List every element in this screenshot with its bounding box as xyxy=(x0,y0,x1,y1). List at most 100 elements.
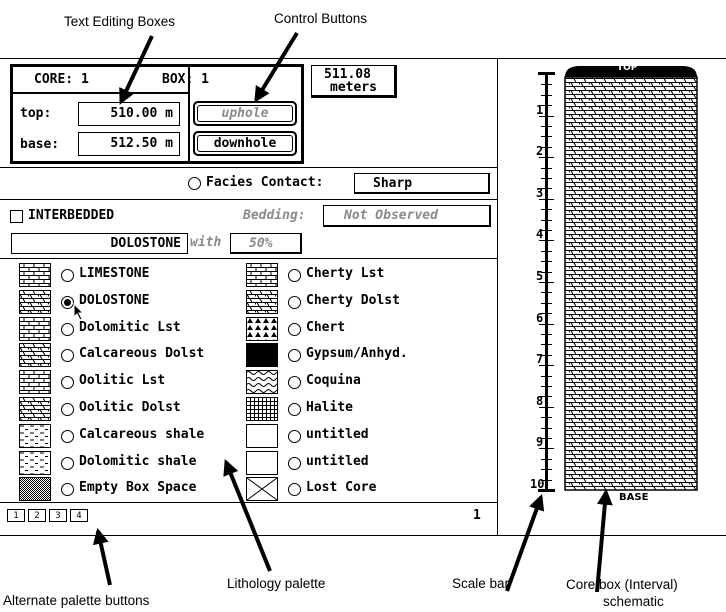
lithology-swatch-dash xyxy=(19,450,51,475)
lithology-label[interactable]: Calcareous Dolst xyxy=(79,346,205,362)
lithology-radio[interactable] xyxy=(288,376,301,390)
lithology-label[interactable]: Gypsum/Anhyd. xyxy=(306,346,408,362)
lithology-label[interactable]: Cherty Dolst xyxy=(306,292,400,308)
scale-minor-tick xyxy=(541,469,552,470)
uphole-button[interactable]: uphole xyxy=(193,101,297,126)
lithology-radio[interactable] xyxy=(61,295,74,309)
lithology-label[interactable]: Oolitic Dolst xyxy=(79,400,181,415)
lithology-swatch-dolo-brick xyxy=(246,289,278,314)
lithology-radio[interactable] xyxy=(288,429,301,443)
lithology-label[interactable]: untitled xyxy=(306,453,369,469)
scale-major-tick xyxy=(539,74,554,75)
uphole-button-frame xyxy=(197,105,293,122)
scale-major-tick xyxy=(539,490,554,491)
downhole-button-frame xyxy=(197,135,293,152)
lithology-label[interactable]: Coquina xyxy=(306,373,361,389)
facies-contact-label: Facies Contact: xyxy=(206,175,324,190)
scale-minor-tick xyxy=(541,396,552,397)
lithology-label[interactable]: Cherty Lst xyxy=(306,266,385,281)
scale-minor-tick xyxy=(541,292,552,293)
palette-tab-4[interactable]: 4 xyxy=(70,509,88,522)
lithology-label[interactable]: Oolitic Lst xyxy=(79,373,166,389)
scale-major-tick xyxy=(539,199,554,200)
scale-label: 7 xyxy=(536,352,544,366)
scale-major-tick xyxy=(539,157,554,158)
interbedded-label: INTERBEDDED xyxy=(28,208,115,223)
lithology-label[interactable]: Chert xyxy=(306,319,346,335)
lithology-label[interactable]: Halite xyxy=(306,400,353,415)
lithology-radio[interactable] xyxy=(61,483,74,497)
lithology-label[interactable]: Dolomitic Lst xyxy=(79,319,181,335)
lithology-radio[interactable] xyxy=(288,456,301,470)
depth-value: 511.08 xyxy=(324,67,371,82)
facies-contact-select[interactable]: Sharp xyxy=(354,173,490,194)
scale-major-tick xyxy=(539,324,554,325)
interbedded-percent-field[interactable]: 50% xyxy=(230,233,302,254)
lithology-radio[interactable] xyxy=(288,269,301,282)
scale-minor-tick xyxy=(541,417,552,418)
scale-minor-tick xyxy=(541,136,552,137)
palette-tab-2[interactable]: 2 xyxy=(28,509,46,522)
lithology-label[interactable]: Empty Box Space xyxy=(79,480,197,496)
annotation-core-box-line1: Core box (Interval) xyxy=(566,577,678,592)
depth-readout: 511.08 meters xyxy=(311,65,397,98)
scale-major-tick xyxy=(539,240,554,241)
scale-label: 2 xyxy=(536,144,544,158)
lithology-label[interactable]: Lost Core xyxy=(306,480,377,496)
scale-bar-top-cap xyxy=(538,72,555,75)
lithology-radio[interactable] xyxy=(288,322,301,336)
lithology-radio[interactable] xyxy=(61,403,74,416)
lithology-radio[interactable] xyxy=(61,322,74,336)
bedding-value: Not Observed xyxy=(344,208,438,223)
scale-minor-tick xyxy=(541,303,552,304)
lithology-swatch-solid xyxy=(246,343,278,368)
scale-major-tick xyxy=(539,407,554,408)
scale-major-tick xyxy=(539,116,554,117)
lithology-swatch-blank xyxy=(246,450,278,475)
facies-contact-radio[interactable] xyxy=(188,177,201,190)
annotation-alternate-palette-buttons: Alternate palette buttons xyxy=(3,593,150,608)
scale-minor-tick xyxy=(541,428,552,429)
palette-tab-1[interactable]: 1 xyxy=(7,509,25,522)
with-label: with xyxy=(190,235,222,250)
lithology-radio[interactable] xyxy=(61,269,74,282)
uphole-button-label: uphole xyxy=(221,106,269,121)
scale-minor-tick xyxy=(541,84,552,85)
lithology-swatch-brick xyxy=(246,263,278,287)
scale-minor-tick xyxy=(541,376,552,377)
bedding-select[interactable]: Not Observed xyxy=(323,205,491,227)
interbedded-lithology-field[interactable]: DOLOSTONE xyxy=(11,233,188,254)
lithology-radio[interactable] xyxy=(288,403,301,416)
lithology-swatch-cross xyxy=(246,477,278,502)
scale-minor-tick xyxy=(541,188,552,189)
palette-tab-3[interactable]: 3 xyxy=(49,509,67,522)
lithology-radio[interactable] xyxy=(61,429,74,443)
lithology-label[interactable]: untitled xyxy=(306,426,369,442)
scale-label: 3 xyxy=(536,186,544,200)
scale-label: 6 xyxy=(536,311,544,325)
lithology-radio[interactable] xyxy=(288,349,301,363)
bedding-label: Bedding: xyxy=(243,208,306,223)
header-separator xyxy=(13,92,188,94)
lithology-label[interactable]: LIMESTONE xyxy=(79,266,150,281)
lithology-label[interactable]: Calcareous shale xyxy=(79,426,205,442)
lithology-radio[interactable] xyxy=(61,376,74,390)
lithology-radio[interactable] xyxy=(61,349,74,363)
box-label: BOX: 1 xyxy=(162,72,209,87)
lithology-swatch-grid xyxy=(246,397,278,421)
scale-minor-tick xyxy=(541,147,552,148)
lithology-radio[interactable] xyxy=(288,295,301,309)
panel-divider xyxy=(497,58,498,536)
annotation-control-buttons: Control Buttons xyxy=(274,11,368,26)
top-depth-field[interactable]: 510.00 m xyxy=(78,102,180,126)
lithology-radio[interactable] xyxy=(288,483,301,497)
lithology-label[interactable]: Dolomitic shale xyxy=(79,453,197,469)
palette-page-number: 1 xyxy=(473,508,481,523)
interbedded-checkbox[interactable] xyxy=(10,210,23,223)
base-depth-field[interactable]: 512.50 m xyxy=(78,132,180,156)
lithology-swatch-dolo-brick xyxy=(19,343,51,368)
downhole-button[interactable]: downhole xyxy=(193,131,297,156)
scale-minor-tick xyxy=(541,459,552,460)
lithology-radio[interactable] xyxy=(61,456,74,470)
lithology-label[interactable]: DOLOSTONE xyxy=(79,292,150,308)
